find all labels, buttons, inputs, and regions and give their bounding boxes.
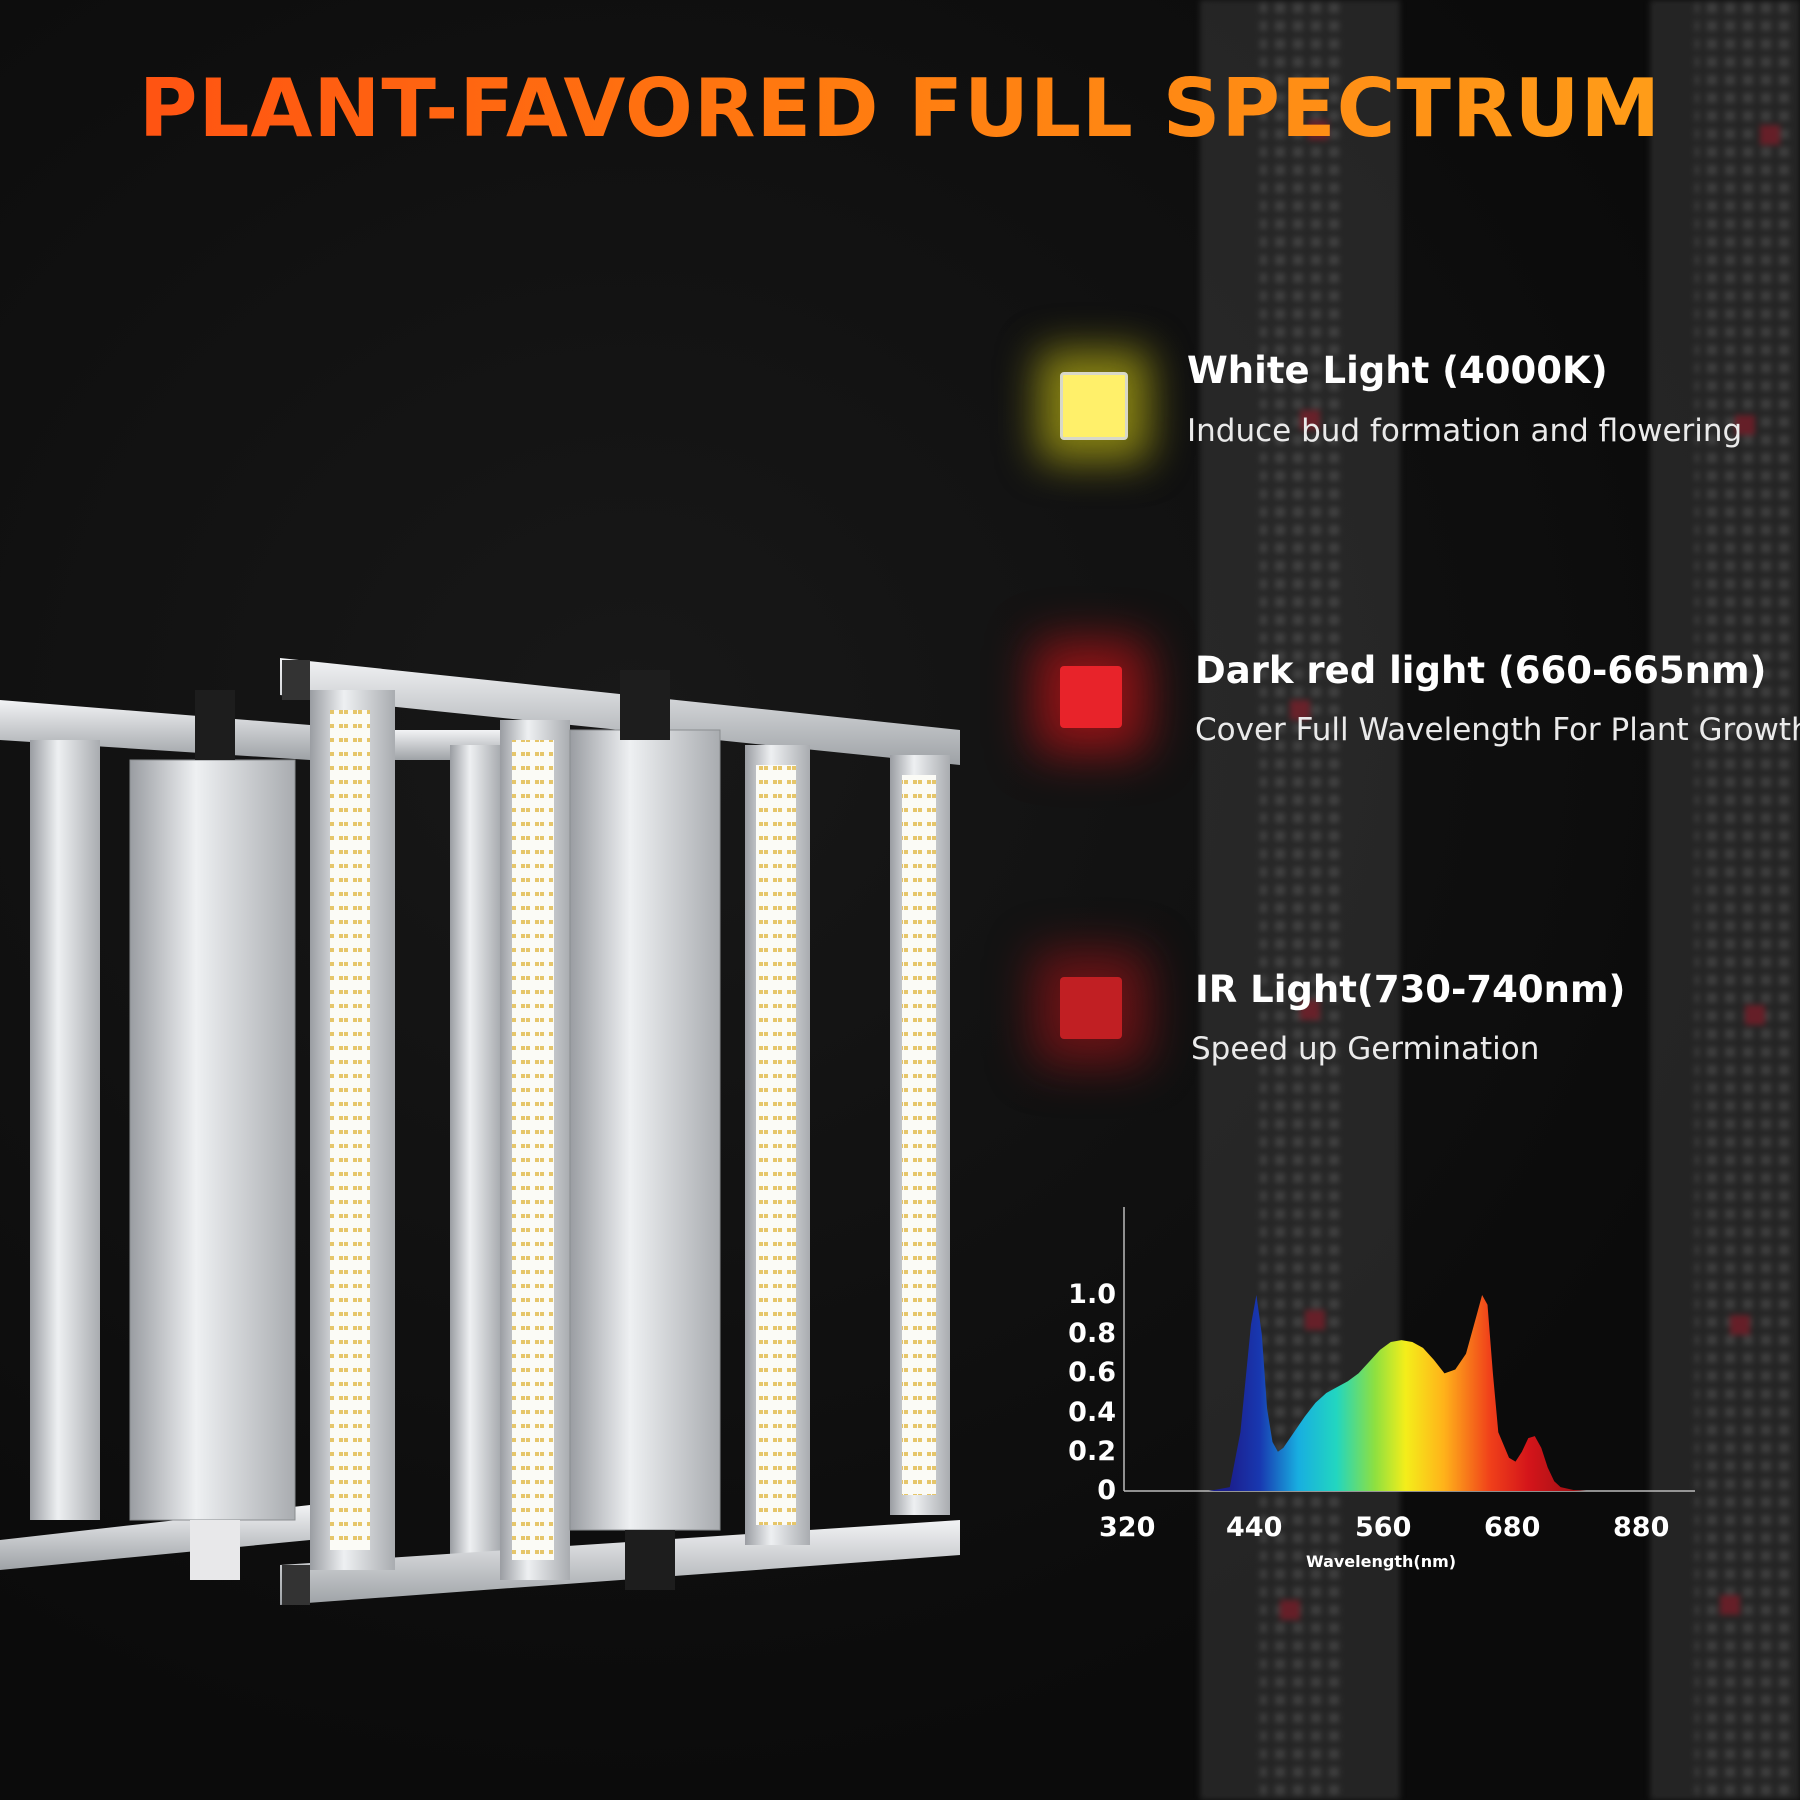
- red-led-icon: [1060, 666, 1122, 728]
- grow-light-fixture: [0, 658, 960, 1605]
- feature-description: Induce bud formation and flowering: [1187, 413, 1743, 449]
- y-tick-label: 0.4: [1068, 1396, 1116, 1428]
- x-tick-label: 320: [1099, 1512, 1156, 1543]
- y-tick-label: 1.0: [1068, 1279, 1116, 1310]
- feature-title: IR Light(730-740nm): [1195, 968, 1626, 1011]
- y-tick-label: 0.2: [1068, 1435, 1116, 1467]
- feature-title: Dark red light (660-665nm): [1195, 649, 1767, 692]
- background-led-strip-right: [1650, 0, 1800, 1800]
- ir-led-icon: [1060, 977, 1122, 1039]
- y-tick-label: 0.6: [1068, 1357, 1116, 1389]
- white-led-icon: [1060, 372, 1128, 440]
- page-title: PLANT-FAVORED FULL SPECTRUM: [0, 62, 1800, 155]
- feature-title: White Light (4000K): [1187, 349, 1608, 392]
- background-led-strip-left: [1200, 0, 1400, 1800]
- y-tick-label: 0.8: [1068, 1318, 1116, 1350]
- feature-description: Speed up Germination: [1191, 1031, 1540, 1067]
- feature-description: Cover Full Wavelength For Plant Growth: [1195, 712, 1800, 748]
- x-tick-label: 680: [1484, 1512, 1541, 1543]
- y-tick-label: 0: [1097, 1475, 1116, 1506]
